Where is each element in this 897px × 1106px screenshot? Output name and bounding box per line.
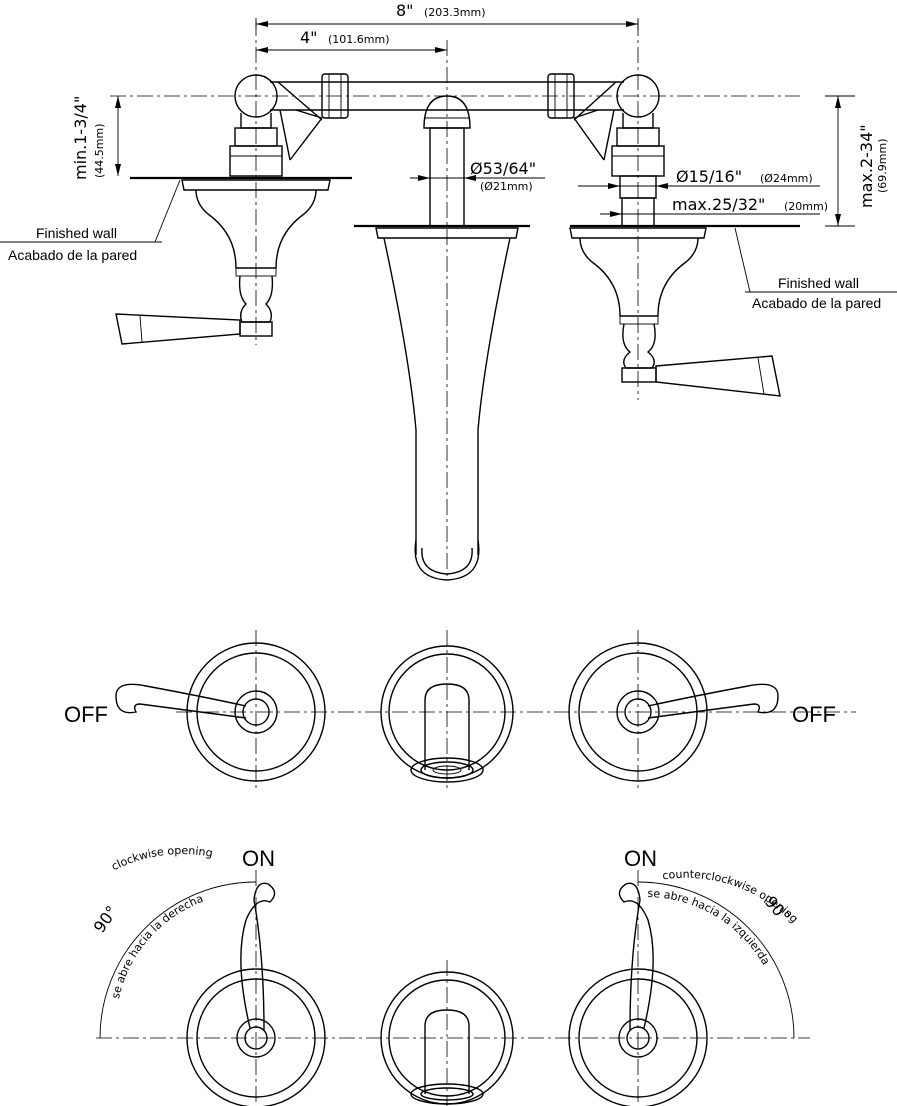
- finished-wall-right-leader: [734, 227, 897, 293]
- dim-8-label: 8": [396, 1, 414, 20]
- valve-dia-label: Ø15/16": [676, 167, 742, 186]
- dim-max-label: max.2-34": [857, 124, 876, 208]
- cw-en-label: clockwise opening: [109, 844, 213, 873]
- spout-side: [354, 95, 530, 581]
- acabado-left-label: Acabado de la pared: [8, 247, 137, 263]
- on-right-label: ON: [624, 846, 657, 871]
- dimension-4in: [256, 47, 447, 53]
- dimension-valve-diameter: [578, 183, 820, 189]
- off-right-label: OFF: [792, 702, 836, 727]
- finished-wall-left-label: Finished wall: [36, 225, 117, 241]
- off-left-label: OFF: [64, 702, 108, 727]
- left-off-lever: [115, 683, 247, 719]
- off-front-views: OFF OFF: [64, 630, 856, 790]
- on-left-label: ON: [242, 846, 275, 871]
- valve-dia-mm-label: (Ø24mm): [760, 172, 813, 185]
- dimension-valve-max: [600, 211, 820, 217]
- finished-wall-right-label: Finished wall: [778, 275, 859, 291]
- dimension-min: [115, 96, 121, 176]
- right-valve-side: [569, 74, 800, 397]
- deg-left-label: 90°: [90, 902, 122, 936]
- ccw-es-label: se abre hacia la izquierda: [647, 887, 772, 967]
- spout-dia-label: Ø53/64": [470, 159, 536, 178]
- dim-min-label: min.1-3/4": [71, 96, 90, 180]
- dim-min-mm-label: (44.5mm): [93, 123, 106, 178]
- dim-4-mm-label: (101.6mm): [328, 33, 390, 46]
- finished-wall-left-leader: [0, 179, 181, 243]
- dim-max-mm-label: (69.9mm): [876, 138, 889, 193]
- spout-dia-mm-label: (Ø21mm): [480, 180, 533, 193]
- on-front-views: ON 90° clockwise opening se abre hacia l…: [90, 844, 810, 1106]
- dimension-max: [825, 95, 855, 227]
- dim-4-label: 4": [300, 28, 318, 47]
- left-valve-side: [115, 74, 352, 345]
- crossbar-pipe: [270, 73, 624, 161]
- left-on-lever: [240, 882, 276, 1031]
- cw-es-label: se abre hacia la derecha: [109, 892, 205, 1000]
- valve-max-label: max.25/32": [672, 195, 765, 214]
- right-on-lever: [618, 882, 654, 1031]
- valve-max-mm-label: (20mm): [784, 200, 828, 213]
- dim-8-mm-label: (203.3mm): [424, 6, 486, 19]
- dimension-spout-diameter: [410, 175, 545, 181]
- acabado-right-label: Acabado de la pared: [752, 295, 881, 311]
- side-view: 8" (203.3mm) 4" (101.6mm) min.1-3/4" (44…: [0, 1, 897, 581]
- right-off-lever: [647, 683, 779, 719]
- dimension-8in: [255, 18, 639, 30]
